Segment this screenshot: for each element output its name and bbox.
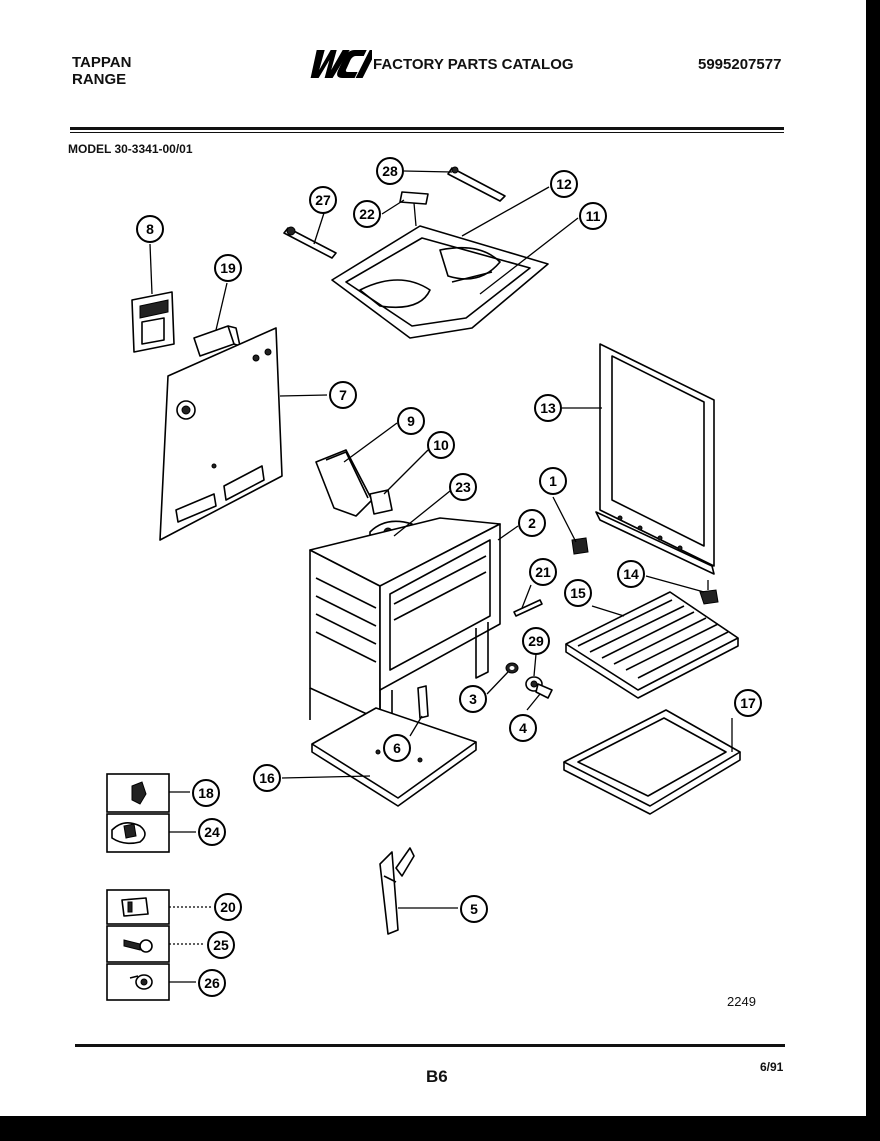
part-10-retainer: [369, 489, 393, 515]
part-6-hinge: [417, 685, 429, 719]
part-5-spring-clip: [379, 847, 415, 935]
revision-date: 6/91: [760, 1060, 784, 1074]
callout-24: 24: [198, 818, 226, 846]
part-27-rod: [283, 226, 337, 259]
svg-text:20: 20: [220, 899, 236, 915]
part-20-box: [106, 889, 170, 925]
header-rule: [70, 127, 784, 130]
svg-text:4: 4: [519, 720, 527, 736]
svg-text:17: 17: [740, 695, 756, 711]
svg-text:25: 25: [213, 937, 229, 953]
callout-27: 27: [309, 186, 337, 214]
svg-text:28: 28: [382, 163, 398, 179]
svg-text:12: 12: [556, 176, 572, 192]
svg-text:19: 19: [220, 260, 236, 276]
part-2-oven-body: [309, 517, 501, 727]
part-4-foot: [535, 683, 553, 699]
callout-11: 11: [579, 202, 607, 230]
svg-text:16: 16: [259, 770, 275, 786]
svg-text:15: 15: [570, 585, 586, 601]
callout-10: 10: [427, 431, 455, 459]
leader-lines: [149, 170, 733, 983]
callout-2: 2: [518, 509, 546, 537]
svg-text:5: 5: [470, 901, 478, 917]
svg-text:8: 8: [146, 221, 154, 237]
callout-5: 5: [460, 895, 488, 923]
part-1-block: [571, 537, 589, 555]
callout-29: 29: [522, 627, 550, 655]
part-26-box: [106, 963, 170, 1001]
callout-4: 4: [509, 714, 537, 742]
svg-text:1: 1: [549, 473, 557, 489]
svg-text:7: 7: [339, 387, 347, 403]
part-18-box: [106, 773, 170, 813]
wci-logo: [310, 50, 372, 78]
callout-1: 1: [539, 467, 567, 495]
svg-text:26: 26: [204, 975, 220, 991]
callout-3: 3: [459, 685, 487, 713]
svg-text:3: 3: [469, 691, 477, 707]
callout-15: 15: [564, 579, 592, 607]
callout-20: 20: [214, 893, 242, 921]
callout-22: 22: [353, 200, 381, 228]
catalog-title: FACTORY PARTS CATALOG: [373, 56, 574, 73]
callout-8: 8: [136, 215, 164, 243]
part-14-leveler: [699, 580, 719, 605]
callout-21: 21: [529, 558, 557, 586]
svg-text:23: 23: [455, 479, 471, 495]
part-21-strip: [513, 599, 543, 617]
catalog-number: 5995207577: [698, 56, 782, 73]
svg-text:6: 6: [393, 740, 401, 756]
part-7-back-panel: [159, 327, 283, 541]
brand-name: TAPPAN: [72, 54, 132, 71]
callout-19: 19: [214, 254, 242, 282]
part-25-box: [106, 925, 170, 963]
callout-12: 12: [550, 170, 578, 198]
callout-18: 18: [192, 779, 220, 807]
catalog-sheet: TAPPAN RANGE FACTORY PARTS CATALOG 59952…: [0, 0, 866, 1116]
part-9-vent-duct: [315, 449, 373, 517]
callout-14: 14: [617, 560, 645, 588]
callout-26: 26: [198, 969, 226, 997]
callout-13: 13: [534, 394, 562, 422]
part-13-door-frame: [595, 343, 715, 575]
footer-rule: [75, 1044, 785, 1047]
callout-25: 25: [207, 931, 235, 959]
part-3-nut: [505, 662, 519, 674]
product-type: RANGE: [72, 71, 127, 88]
part-15-oven-rack: [565, 591, 739, 699]
svg-text:24: 24: [204, 824, 220, 840]
svg-text:2: 2: [528, 515, 536, 531]
part-22-clip: [399, 191, 429, 227]
header-rule-thin: [70, 132, 784, 133]
exploded-parts-diagram: 1 2 3 4 5 6 7 8 9 10 11 12 13 14 15 16 1…: [106, 157, 762, 1001]
svg-text:10: 10: [433, 437, 449, 453]
part-24-box: [106, 813, 170, 853]
svg-text:22: 22: [359, 206, 375, 222]
svg-text:13: 13: [540, 400, 556, 416]
model-number: MODEL 30-3341-00/01: [68, 142, 193, 156]
svg-text:18: 18: [198, 785, 214, 801]
part-11-12-top-panel: [331, 225, 549, 339]
callout-23: 23: [449, 473, 477, 501]
callout-17: 17: [734, 689, 762, 717]
callout-7: 7: [329, 381, 357, 409]
svg-text:29: 29: [528, 633, 544, 649]
part-17-broiler-pan: [563, 709, 741, 815]
callout-28: 28: [376, 157, 404, 185]
svg-text:21: 21: [535, 564, 551, 580]
callout-6: 6: [383, 734, 411, 762]
brand-block: TAPPAN RANGE: [72, 54, 131, 88]
part-28-bracket: [447, 166, 506, 202]
svg-text:27: 27: [315, 192, 331, 208]
callout-9: 9: [397, 407, 425, 435]
svg-text:9: 9: [407, 413, 415, 429]
svg-text:11: 11: [586, 208, 601, 224]
drawing-number: 2249: [727, 994, 756, 1009]
callout-16: 16: [253, 764, 281, 792]
svg-text:14: 14: [623, 566, 639, 582]
page-number: B6: [426, 1067, 448, 1086]
part-8-bracket: [131, 291, 175, 353]
